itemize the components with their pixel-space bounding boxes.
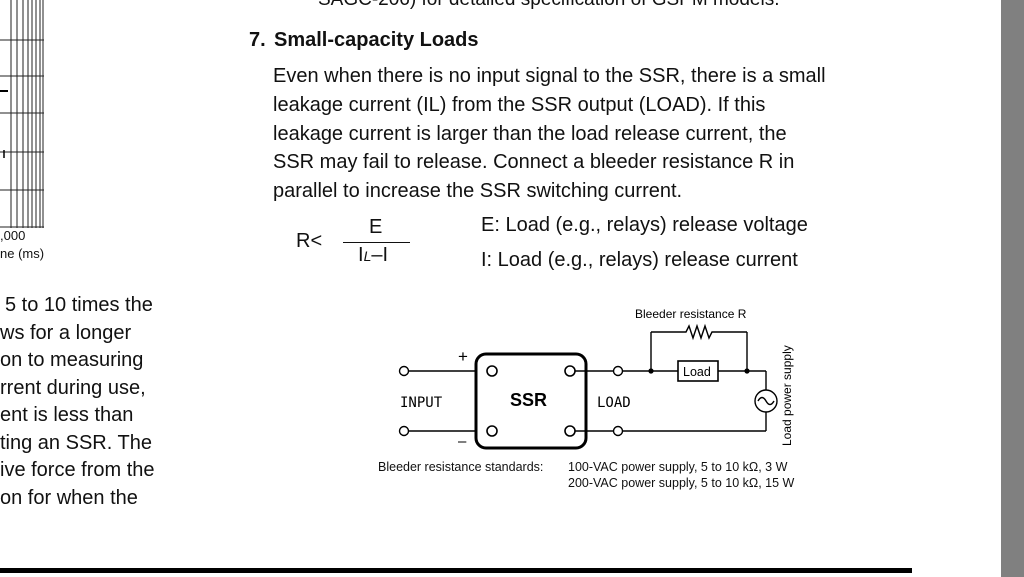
left-line: ive force from the	[0, 459, 155, 481]
left-line: ting an SSR. The	[0, 431, 152, 454]
formula-numerator: E	[369, 216, 383, 238]
load-terminal-top	[612, 365, 624, 377]
scrollbar[interactable]	[1001, 0, 1024, 577]
bleeder-circuit-diagram: + – INPUT SSR LOAD Bleeder resistance R …	[398, 307, 794, 450]
left-line: on to measuring	[0, 349, 144, 371]
left-line: ws for a longer	[0, 321, 132, 344]
section-title: Small-capacity Loads	[274, 29, 479, 51]
section-paragraph: Even when there is no input signal to th…	[273, 62, 923, 206]
ssr-box	[474, 352, 588, 450]
left-column-text: 5 to 10 times the ws for a longer on to …	[0, 292, 190, 512]
plus-sign: +	[458, 347, 468, 366]
standards-line: 100-VAC power supply, 5 to 10 kΩ, 3 W	[568, 460, 788, 474]
definition-i: I: Load (e.g., relays) release current	[481, 249, 798, 271]
definition-e: E: Load (e.g., relays) release voltage	[481, 214, 808, 236]
paragraph-line: leakage current (IL) from the SSR output…	[273, 93, 766, 116]
bleeder-label: Bleeder resistance R	[635, 307, 747, 321]
section-number: 7.	[249, 29, 266, 51]
ssr-label: SSR	[510, 390, 547, 410]
left-line: 5 to 10 times the	[5, 294, 153, 316]
clipped-top-text: SAGC-206) for detailed specification of …	[318, 0, 779, 11]
load-terminal-bottom	[612, 425, 624, 437]
load-box-label: Load	[683, 365, 711, 379]
bleeder-resistor	[651, 323, 747, 341]
graph-axis-label: ne (ms)	[0, 246, 45, 261]
standards-label: Bleeder resistance standards:	[378, 460, 544, 474]
left-line: on for when the	[0, 486, 138, 509]
graph-axis-tick: ,000	[0, 228, 26, 243]
standards-line: 200-VAC power supply, 5 to 10 kΩ, 15 W	[568, 476, 795, 490]
left-line: ent is less than	[0, 404, 134, 426]
fraction-bar	[343, 242, 410, 243]
input-terminal-top	[398, 365, 410, 377]
left-line: rrent during use,	[0, 376, 146, 399]
supply-label: Load power supply	[780, 345, 794, 446]
paragraph-line: Even when there is no input signal to th…	[273, 65, 826, 87]
minus-sign: –	[458, 433, 467, 450]
load-terminal-label: LOAD	[597, 395, 631, 411]
bottom-rule	[0, 568, 912, 573]
formula-denominator: IL–I	[358, 244, 389, 266]
partial-graph-grid	[0, 0, 44, 228]
formula-lhs: R<	[296, 230, 323, 252]
paragraph-line: leakage current is larger than the load …	[273, 122, 787, 145]
input-terminal-bottom	[398, 425, 410, 437]
paragraph-line: parallel to increase the SSR switching c…	[273, 180, 683, 203]
paragraph-line: SSR may fail to release. Connect a bleed…	[273, 151, 795, 174]
input-label: INPUT	[400, 395, 443, 411]
